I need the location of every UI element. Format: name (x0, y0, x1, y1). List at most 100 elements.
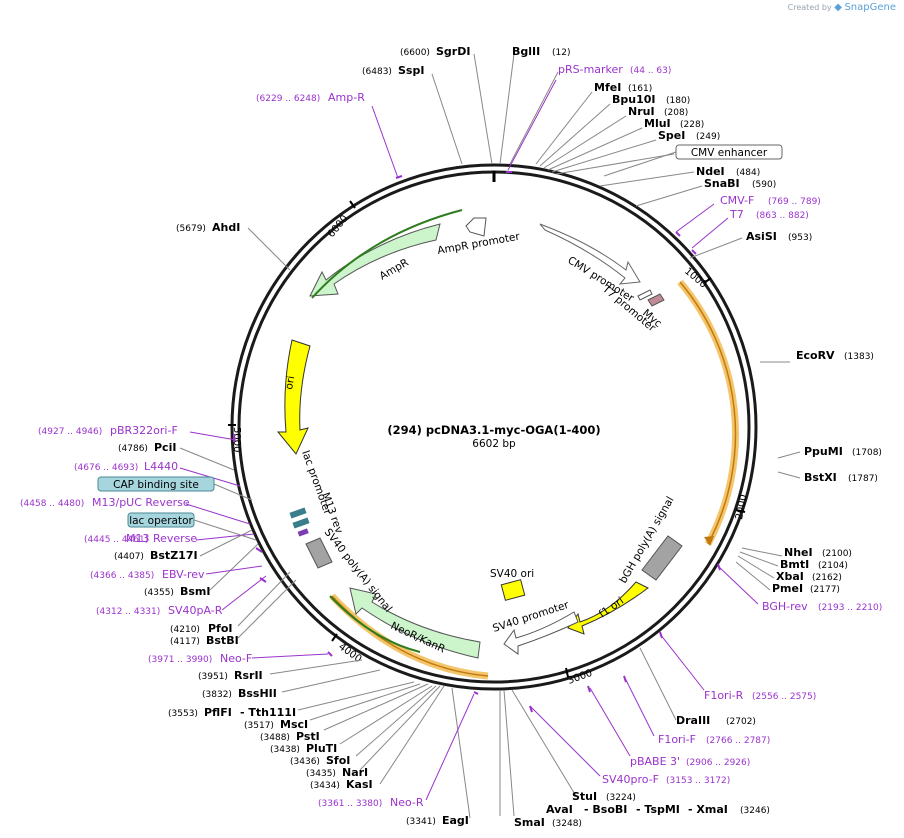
enzyme-bsobi: - BsoBI (584, 803, 627, 816)
primer-m13-reverse: M13 Reverse (126, 532, 197, 545)
primer-sv40pro-f: SV40pro-F (602, 773, 659, 786)
enzyme-bstz17i: BstZ17I (150, 549, 198, 562)
enzyme-pmei: PmeI (772, 582, 803, 595)
svg-text:(863 .. 882): (863 .. 882) (756, 211, 809, 221)
enzyme-psti: PstI (296, 730, 320, 743)
svg-text:(3435): (3435) (306, 769, 336, 779)
svg-text:SV40 ori: SV40 ori (490, 568, 534, 580)
enzyme-mfei: MfeI (594, 81, 621, 94)
svg-text:(2162): (2162) (812, 573, 842, 583)
svg-text:(4676 .. 4693): (4676 .. 4693) (74, 463, 138, 473)
svg-text:(3361 .. 3380): (3361 .. 3380) (318, 799, 382, 809)
ori-feature (276, 339, 311, 455)
svg-text:(3832): (3832) (202, 690, 232, 700)
svg-text:(1787): (1787) (848, 474, 878, 484)
svg-text:(180): (180) (666, 96, 690, 106)
bgh-polya-feature (641, 535, 683, 581)
primer-bgh-rev: BGH-rev (762, 600, 808, 613)
primer-f1ori-r: F1ori-R (704, 689, 744, 702)
lac-markers: lac promoter M13 rev (289, 449, 345, 537)
enzyme-pcii: PciI (154, 441, 176, 454)
primer-pbr322ori-f: pBR322ori-F (110, 424, 178, 437)
enzyme-nhei: NheI (784, 546, 813, 559)
svg-text:(208): (208) (664, 108, 688, 118)
primer-t7: T7 (729, 208, 744, 221)
svg-text:AmpR: AmpR (378, 257, 411, 283)
plasmid-size: 6602 bp (472, 438, 516, 450)
svg-text:(2906 .. 2926): (2906 .. 2926) (686, 758, 750, 768)
enzyme-xbai: XbaI (776, 570, 804, 583)
cmv-promoter-feature: CMV promoter T7 promoter (539, 223, 658, 335)
svg-text:(3517): (3517) (244, 721, 274, 731)
svg-text:(3951): (3951) (198, 672, 228, 682)
enzyme-sspi: SspI (398, 64, 424, 77)
enzyme-asisi: AsiSI (746, 230, 777, 243)
primer-prs-marker: pRS-marker (558, 63, 623, 76)
backbone (230, 163, 758, 691)
enzyme-nari: NarI (342, 766, 368, 779)
svg-text:(3436): (3436) (290, 757, 320, 767)
enzyme-ppumi: PpuMI (804, 445, 843, 458)
plasmid-title: (294) pcDNA3.1-myc-OGA(1-400) (387, 423, 600, 437)
svg-text:(2193 .. 2210): (2193 .. 2210) (818, 603, 882, 613)
neor-feature (349, 587, 481, 659)
svg-text:CAP binding site: CAP binding site (113, 479, 199, 491)
svg-text:(2104): (2104) (818, 561, 848, 571)
enzyme-avai: AvaI (546, 803, 573, 816)
enzyme-msci: MscI (280, 718, 308, 731)
svg-text:(161): (161) (628, 84, 652, 94)
sv40-polya-feature (305, 537, 333, 569)
enzyme-ecorv: EcoRV (796, 349, 835, 362)
enzyme-bglii-pos: (12) (552, 48, 570, 58)
svg-text:(3246): (3246) (740, 806, 770, 816)
enzyme-sfoi: SfoI (326, 754, 350, 767)
svg-text:(4117): (4117) (170, 637, 200, 647)
svg-text:(249): (249) (696, 132, 720, 142)
enzyme-bglii: BglII (512, 45, 540, 58)
svg-text:(4458 .. 4480): (4458 .. 4480) (20, 499, 84, 509)
svg-text:(484): (484) (736, 168, 760, 178)
svg-text:(953): (953) (788, 233, 812, 243)
enzyme-pfoi: PfoI (208, 622, 233, 635)
primer-amp-r: Amp-R (328, 91, 365, 104)
enzyme-rsrii: RsrII (234, 669, 263, 682)
enzyme-ndei: NdeI (696, 165, 725, 178)
enzyme-ahdi: AhdI (212, 221, 240, 234)
svg-text:(228): (228) (680, 120, 704, 130)
enzyme-mlui: MluI (644, 117, 671, 130)
sv40-ori-feature (500, 579, 526, 601)
svg-text:(769 .. 789): (769 .. 789) (768, 197, 821, 207)
primer-sv40pa-r: SV40pA-R (168, 604, 223, 617)
enzyme-sgrdi-pos: (6600) (400, 48, 430, 58)
lac-operator-label: lac operator (127, 512, 257, 541)
enzyme-tth111i: - Tth111I (240, 706, 296, 719)
enzyme-eagi: EagI (442, 814, 469, 827)
svg-text:ori: ori (283, 375, 297, 391)
tick-5000: 5000 (231, 427, 242, 452)
svg-text:(1708): (1708) (852, 448, 882, 458)
enzyme-nrui: NruI (628, 105, 655, 118)
svg-text:(3488): (3488) (260, 733, 290, 743)
svg-text:(2100): (2100) (822, 549, 852, 559)
enzyme-snabi: SnaBI (704, 177, 740, 190)
primer-pbabe3: pBABE 3' (630, 755, 680, 768)
tick-6000: 6000 (326, 213, 351, 240)
svg-text:f1 ori: f1 ori (597, 595, 626, 621)
svg-text:(2766 .. 2787): (2766 .. 2787) (706, 736, 770, 746)
primer-leaders (179, 79, 759, 801)
svg-text:(2556 .. 2575): (2556 .. 2575) (752, 692, 816, 702)
svg-text:(4366 .. 4385): (4366 .. 4385) (90, 571, 154, 581)
svg-text:(3224): (3224) (606, 793, 636, 803)
svg-text:CMV enhancer: CMV enhancer (691, 147, 768, 159)
leaders (179, 53, 801, 819)
svg-text:(4312 .. 4331): (4312 .. 4331) (96, 607, 160, 617)
svg-text:(3971 .. 3990): (3971 .. 3990) (148, 655, 212, 665)
primer-ebv-rev: EBV-rev (162, 568, 205, 581)
enzyme-stui: StuI (572, 790, 597, 803)
cap-binding-site-label: CAP binding site (97, 476, 253, 501)
enzyme-bsmi: BsmI (180, 585, 211, 598)
primer-m13-puc-reverse: M13/pUC Reverse (92, 496, 190, 509)
svg-text:(3434): (3434) (310, 781, 340, 791)
enzyme-tspmi: - TspMI (636, 803, 680, 816)
